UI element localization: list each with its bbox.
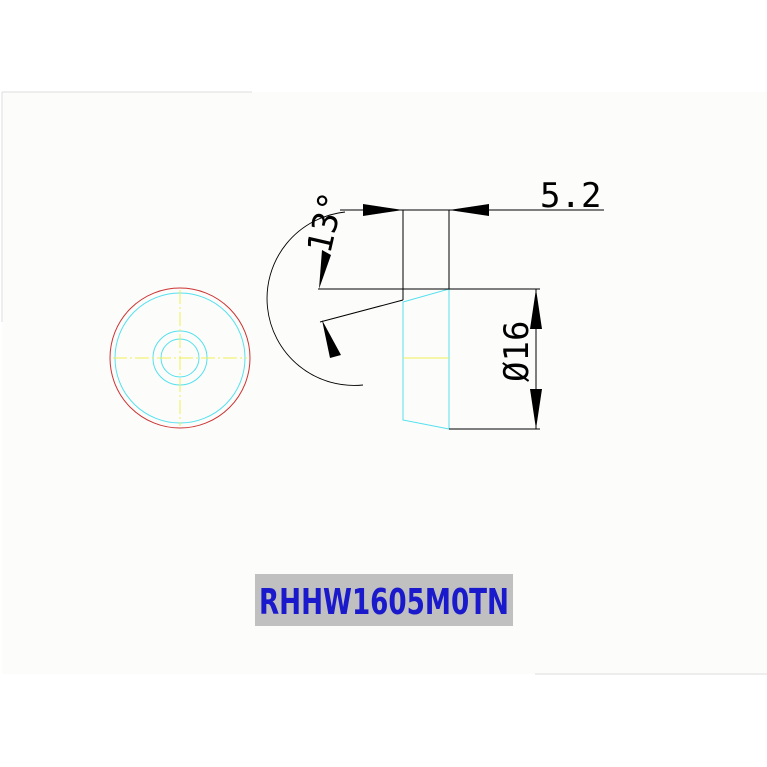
arrow-width-left	[363, 204, 403, 216]
top-view	[109, 287, 251, 429]
ext-line-angle	[319, 299, 404, 323]
dim-arc-angle	[266, 211, 364, 386]
dim-width-label: 5.2	[540, 176, 601, 216]
arrow-angle-top	[319, 250, 331, 289]
dim-diameter-label: Ø16	[497, 321, 537, 382]
part-code-text: RHHW1605M0TN	[259, 582, 509, 623]
part-code-label: RHHW1605M0TN	[255, 574, 513, 626]
part-code-background	[255, 574, 513, 626]
outer-circle	[109, 287, 251, 429]
arrow-diameter-bottom	[530, 389, 542, 429]
side-view: 5.2 Ø16 13°	[266, 176, 604, 430]
arrow-diameter-top	[530, 289, 542, 329]
arrow-angle-bottom	[322, 320, 341, 358]
arrow-width-right	[449, 204, 489, 216]
